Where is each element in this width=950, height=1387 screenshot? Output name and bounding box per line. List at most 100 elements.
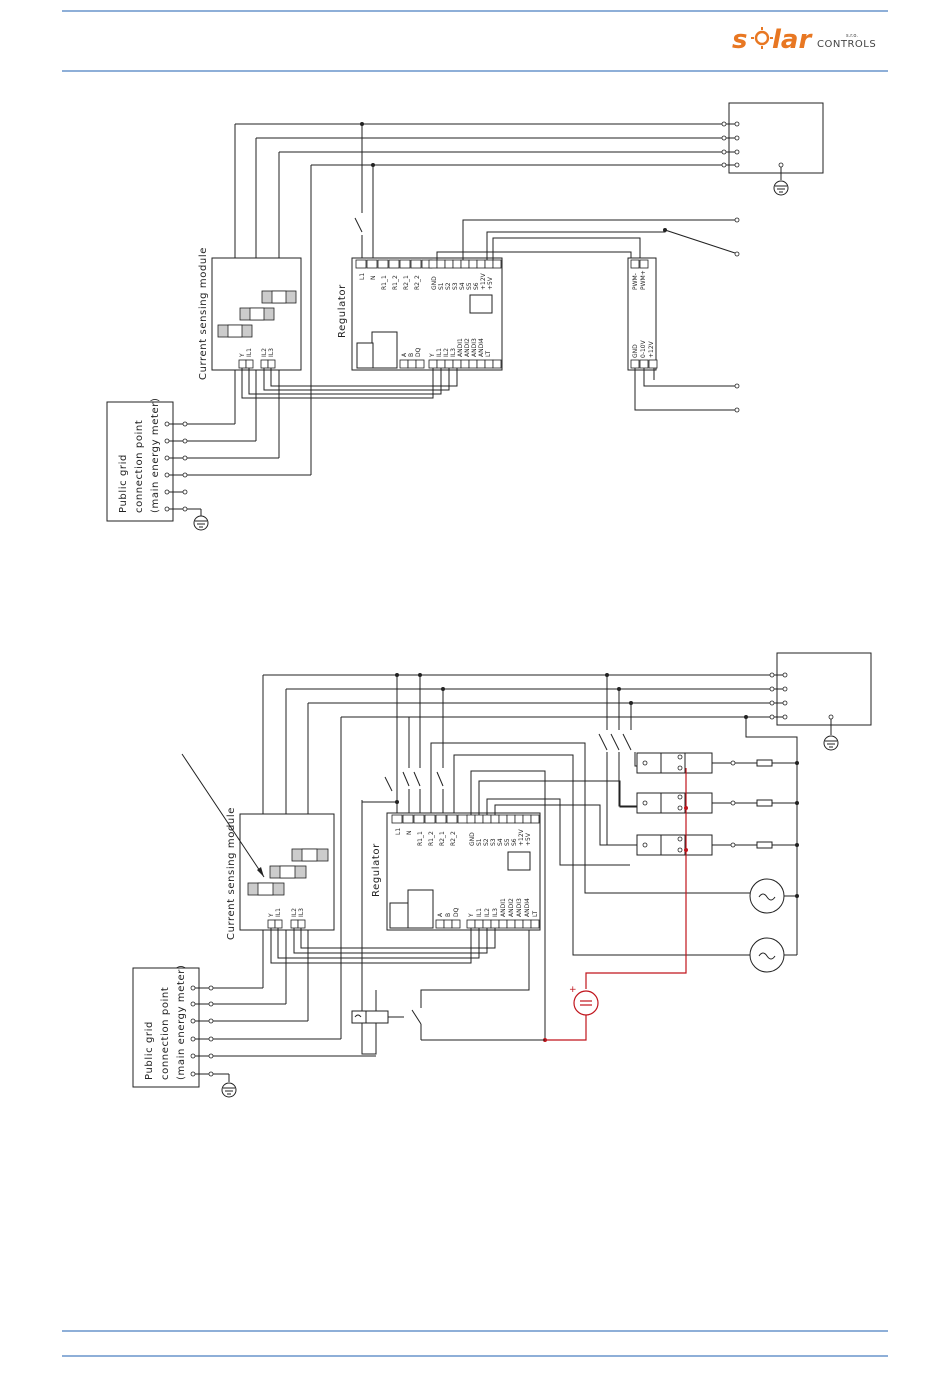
svg-text:+5V: +5V bbox=[487, 276, 494, 290]
svg-text:ANDI2: ANDI2 bbox=[464, 338, 471, 357]
sens2-label-il3: IL3 bbox=[298, 908, 305, 917]
logo-mark-lar: lar bbox=[772, 25, 813, 55]
ac-motor-icon bbox=[749, 937, 797, 973]
svg-text:S6: S6 bbox=[511, 838, 518, 846]
svg-text:ANDI4: ANDI4 bbox=[524, 898, 531, 917]
svg-text:+5V: +5V bbox=[525, 832, 532, 846]
fuse-switches bbox=[598, 733, 632, 751]
r2-label-N: N bbox=[406, 831, 413, 836]
svg-text:ANDI3: ANDI3 bbox=[471, 338, 478, 357]
dc-supply: + bbox=[543, 768, 688, 1042]
svg-text:B: B bbox=[408, 353, 415, 357]
grid-1-label-line3: (main energy meter) bbox=[150, 398, 161, 513]
sens-label-il1: IL1 bbox=[246, 348, 253, 357]
grid-2-label-line3: (main energy meter) bbox=[176, 965, 187, 1080]
logo-mark-s: s bbox=[732, 25, 747, 55]
svg-text:A: A bbox=[437, 912, 444, 917]
current-transformers-1 bbox=[217, 290, 297, 338]
load-box-2 bbox=[776, 652, 872, 726]
company-logo: s lar CONTROLS s.r.o. bbox=[732, 25, 876, 55]
regulator-1-top-terminals bbox=[355, 259, 502, 269]
r1-label-R1_1: R1_1 bbox=[381, 275, 388, 290]
svg-text:Y: Y bbox=[429, 353, 436, 358]
sun-icon bbox=[751, 27, 773, 49]
svg-text:S1: S1 bbox=[476, 838, 483, 846]
r1-label-R2_2: R2_2 bbox=[414, 275, 421, 290]
pwm-module-1 bbox=[627, 257, 657, 371]
logo-suffix: CONTROLS bbox=[817, 39, 876, 50]
grid-box-2 bbox=[132, 967, 200, 1088]
sensing-module-1-label: Current sensing module bbox=[198, 247, 209, 380]
regulator-2-bottom-terminals bbox=[435, 919, 540, 929]
svg-text:S4: S4 bbox=[459, 282, 466, 290]
r1-label-R2_1: R2_1 bbox=[403, 275, 410, 290]
regulator-2-top-terminals bbox=[391, 814, 540, 824]
svg-text:B: B bbox=[445, 913, 452, 917]
ac-motor-icon bbox=[749, 878, 797, 914]
power-label-010: 0-10V bbox=[640, 339, 647, 358]
heater-resistors bbox=[712, 759, 797, 849]
svg-text:S4: S4 bbox=[497, 838, 504, 846]
pwm-label-minus: PWM- bbox=[632, 273, 639, 290]
svg-text:IL2: IL2 bbox=[443, 348, 450, 357]
sens2-label-il2: IL2 bbox=[291, 908, 298, 917]
svg-text:ANDI1: ANDI1 bbox=[500, 898, 507, 917]
grid-1-terminals bbox=[164, 421, 311, 516]
r2-label-R2_1: R2_1 bbox=[439, 831, 446, 846]
sens2-label-y: Y bbox=[268, 913, 275, 918]
sens2-label-il1: IL1 bbox=[275, 908, 282, 917]
ground-icon bbox=[193, 515, 209, 531]
svg-text:S2: S2 bbox=[483, 838, 490, 846]
regulator-2-bottom-labels: A B DQ Y IL1 IL2 IL3 ANDI1 ANDI2 ANDI3 A… bbox=[437, 898, 539, 918]
ssr-2 bbox=[636, 792, 713, 814]
sens-label-y: Y bbox=[239, 353, 246, 358]
contactor-coil bbox=[351, 990, 404, 1024]
regulator-1-bottom-terminals bbox=[399, 359, 502, 369]
grid-1-label-line2: connection point bbox=[134, 420, 145, 513]
svg-text:Y: Y bbox=[468, 913, 475, 918]
ssr-1 bbox=[636, 752, 713, 774]
svg-text:S6: S6 bbox=[473, 282, 480, 290]
svg-text:ANDI4: ANDI4 bbox=[478, 338, 485, 357]
svg-text:S5: S5 bbox=[504, 838, 511, 846]
sensing-module-2-label: Current sensing module bbox=[226, 807, 237, 940]
load-box-1 bbox=[728, 102, 824, 174]
diagram-1: Regulator L1 N R1_1 R1_2 R2_1 R2_2 GND S… bbox=[106, 102, 824, 531]
regulator-1-signal-labels: GND S1 S2 S3 S4 S5 S6 +12V +5V bbox=[431, 272, 494, 290]
sens-label-il3: IL3 bbox=[268, 348, 275, 357]
svg-text:IL3: IL3 bbox=[450, 348, 457, 357]
svg-text:A: A bbox=[401, 352, 408, 357]
regulator-1-bottom-labels: A B DQ Y IL1 IL2 IL3 ANDI1 ANDI2 ANDI3 A… bbox=[401, 338, 492, 358]
svg-text:S5: S5 bbox=[466, 282, 473, 290]
svg-text:IL1: IL1 bbox=[436, 348, 443, 357]
pwm-label-plus: PWM+ bbox=[640, 270, 647, 290]
grid-2-label-line1: Public grid bbox=[144, 1021, 155, 1080]
svg-text:DQ: DQ bbox=[415, 347, 422, 357]
grid-1-label-line1: Public grid bbox=[118, 454, 129, 513]
dc-plus-label: + bbox=[569, 985, 577, 995]
regulator-2-signal-labels: GND S1 S2 S3 S4 S5 S6 +12V +5V bbox=[469, 828, 532, 846]
svg-text:GND: GND bbox=[469, 832, 476, 846]
svg-text:LT: LT bbox=[485, 350, 492, 357]
svg-text:+12V: +12V bbox=[480, 272, 487, 290]
svg-text:S3: S3 bbox=[490, 838, 497, 846]
svg-text:S2: S2 bbox=[445, 282, 452, 290]
ground-icon bbox=[823, 735, 839, 751]
svg-text:LT: LT bbox=[532, 910, 539, 917]
grid-2-terminals bbox=[190, 985, 376, 1082]
svg-text:IL2: IL2 bbox=[484, 908, 491, 917]
svg-text:GND: GND bbox=[431, 276, 438, 290]
svg-text:IL1: IL1 bbox=[476, 908, 483, 917]
r2-label-R2_2: R2_2 bbox=[450, 831, 457, 846]
r2-label-L1: L1 bbox=[395, 828, 402, 835]
regulator-2-label: Regulator bbox=[371, 843, 382, 897]
ground-icon bbox=[221, 1082, 237, 1098]
svg-text:IL3: IL3 bbox=[492, 908, 499, 917]
r1-label-N: N bbox=[370, 276, 377, 281]
ssr-3 bbox=[636, 834, 713, 856]
grid-2-label-line2: connection point bbox=[160, 987, 171, 1080]
current-transformers-2 bbox=[247, 848, 329, 896]
svg-text:ANDI2: ANDI2 bbox=[508, 898, 515, 917]
sens-label-il2: IL2 bbox=[261, 348, 268, 357]
